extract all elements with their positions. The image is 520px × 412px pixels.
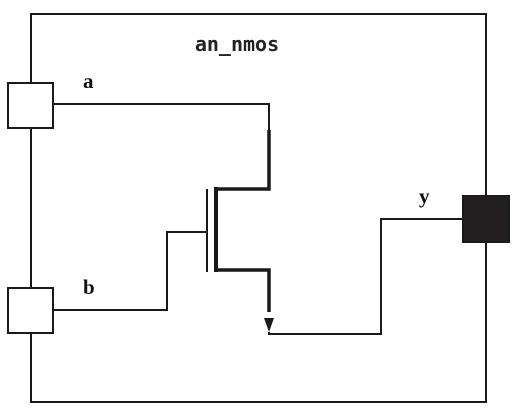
wire-b-to-gate: [53, 231, 207, 311]
transistor-drain: [216, 130, 271, 191]
wire-source-to-y: [268, 218, 463, 335]
port-a-box[interactable]: [7, 82, 54, 129]
port-a-label: a: [83, 69, 94, 93]
port-b-box[interactable]: [7, 287, 54, 334]
port-y-box[interactable]: [462, 195, 510, 243]
source-arrow: [264, 318, 274, 332]
module-boundary: [30, 13, 487, 403]
module-title: an_nmos: [195, 32, 279, 56]
port-b-label: b: [83, 275, 95, 299]
port-y-label: y: [419, 184, 430, 208]
transistor-source: [216, 268, 271, 312]
wire-a-to-drain: [53, 103, 270, 130]
